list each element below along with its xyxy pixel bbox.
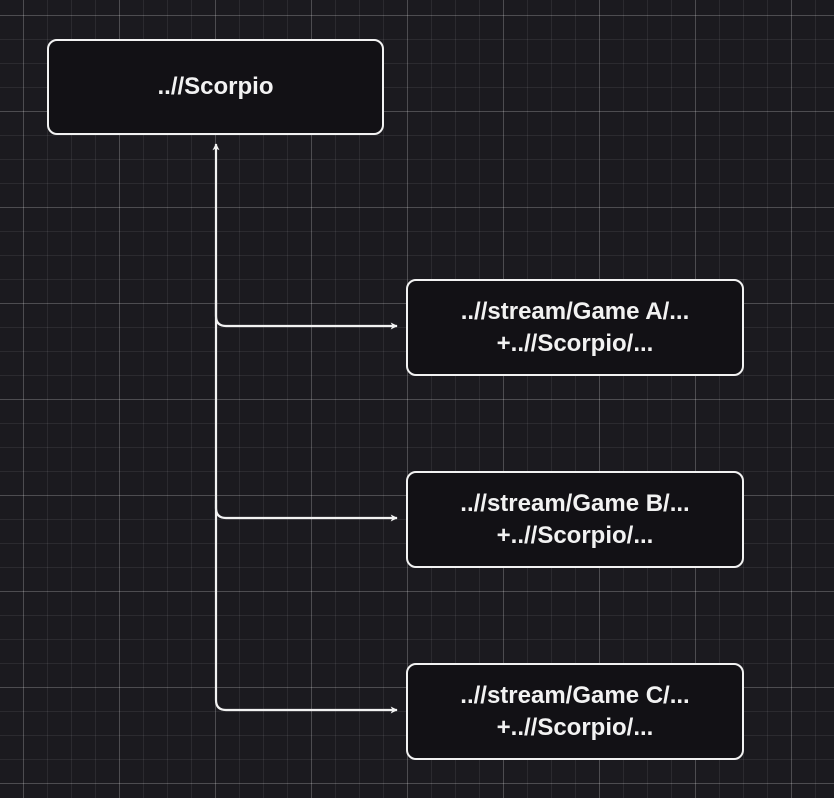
node-game-c[interactable]: ..//stream/Game C/... +..//Scorpio/...: [406, 663, 744, 760]
node-game-b[interactable]: ..//stream/Game B/... +..//Scorpio/...: [406, 471, 744, 568]
root-node-label: ..//Scorpio: [157, 73, 274, 100]
node-game-a-path: ..//stream/Game A/...: [460, 297, 690, 325]
root-node-scorpio[interactable]: ..//Scorpio: [47, 39, 384, 135]
node-game-c-include: +..//Scorpio/...: [496, 713, 654, 741]
connector-root-to-game-a[interactable]: [212, 143, 398, 330]
node-game-b-include: +..//Scorpio/...: [496, 521, 654, 549]
node-game-b-path: ..//stream/Game B/...: [460, 489, 690, 517]
connector-root-to-game-b[interactable]: [214, 300, 398, 522]
node-game-a-include: +..//Scorpio/...: [496, 329, 654, 357]
node-game-a[interactable]: ..//stream/Game A/... +..//Scorpio/...: [406, 279, 744, 376]
connector-root-to-game-c[interactable]: [214, 500, 398, 714]
node-game-c-path: ..//stream/Game C/...: [460, 681, 690, 709]
